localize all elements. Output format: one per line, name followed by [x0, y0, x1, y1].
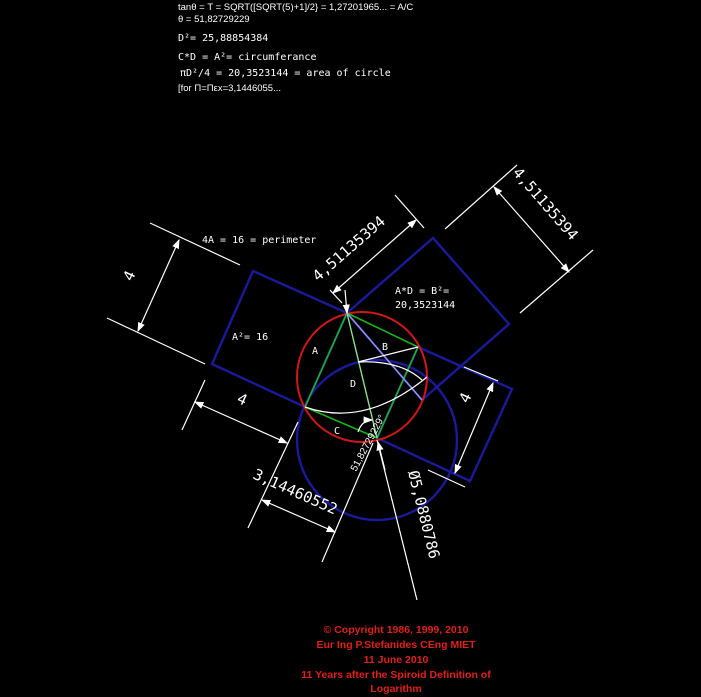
dimension-line-right [454, 381, 494, 475]
leader-line [342, 289, 350, 315]
dimension-line-right-top [493, 186, 570, 273]
extension-line [329, 289, 343, 304]
extension-line [181, 379, 206, 431]
dim-right-top: 4,51135394 [509, 164, 582, 244]
diameter-arrow [376, 440, 386, 471]
note-theta: θ = 51,82729229 [178, 14, 250, 25]
rect-label-2: 20,3523144 [395, 300, 455, 311]
extension-line [463, 366, 499, 382]
square-small [375, 345, 514, 483]
white-arc [304, 376, 428, 414]
angle-arc [357, 416, 374, 433]
extension-line [519, 249, 594, 314]
note-tan: tanθ = T = SQRT([SQRT(5)+1]/2} = 1,27201… [178, 2, 413, 13]
square-area-label: A²= 16 [232, 332, 268, 343]
note-area: πD²/4 = 20,3523144 = area of circle [180, 68, 391, 79]
label-c: C [334, 426, 340, 437]
extension-line [427, 469, 466, 488]
label-a: A [312, 346, 318, 357]
footer-author: Eur Ing P.Stefanides CEng MIET [316, 639, 476, 651]
angle-label: 51,82729229° [349, 413, 388, 473]
extension-line [444, 164, 518, 230]
extension-line [149, 222, 241, 266]
dim-pi: 3,14460552 [250, 465, 340, 518]
footer-note-1: 11 Years after the Spiroid Definition of [301, 669, 491, 681]
note-circumference: C*D = A²= circumferance [178, 52, 316, 63]
purple-line [346, 312, 423, 401]
dim-left-4: 4 [119, 268, 139, 284]
footer-date: 11 June 2010 [364, 654, 429, 666]
label-b: B [382, 342, 388, 353]
extension-line [321, 442, 374, 563]
dimension-line-bottom-left [193, 401, 289, 444]
extension-line [394, 194, 425, 229]
footer-note-2: Logarithm [370, 683, 421, 695]
label-d: D [350, 379, 356, 390]
dimension-line-pi [260, 499, 337, 533]
extension-line [247, 421, 299, 529]
dim-bottom-left-4: 4 [234, 389, 250, 409]
white-arc-2 [357, 361, 423, 381]
dimension-line-top [332, 219, 417, 294]
dim-diameter: Ø5,0880786 [404, 469, 443, 561]
dimension-line-left [137, 238, 180, 333]
footer-copyright: © Copyright 1986, 1999, 2010 [324, 624, 469, 636]
dim-right-4: 4 [455, 390, 475, 406]
extension-line [106, 317, 206, 365]
dim-top: 4,51135394 [309, 212, 389, 285]
rect-label-1: A*D = B²= [395, 286, 449, 297]
white-chord [357, 346, 419, 363]
note-d-squared: D²= 25,88854384 [178, 33, 268, 44]
perimeter-label: 4A = 16 = perimeter [202, 235, 316, 246]
note-pi: [for Π=Πεx=3,1446055... [178, 83, 281, 94]
